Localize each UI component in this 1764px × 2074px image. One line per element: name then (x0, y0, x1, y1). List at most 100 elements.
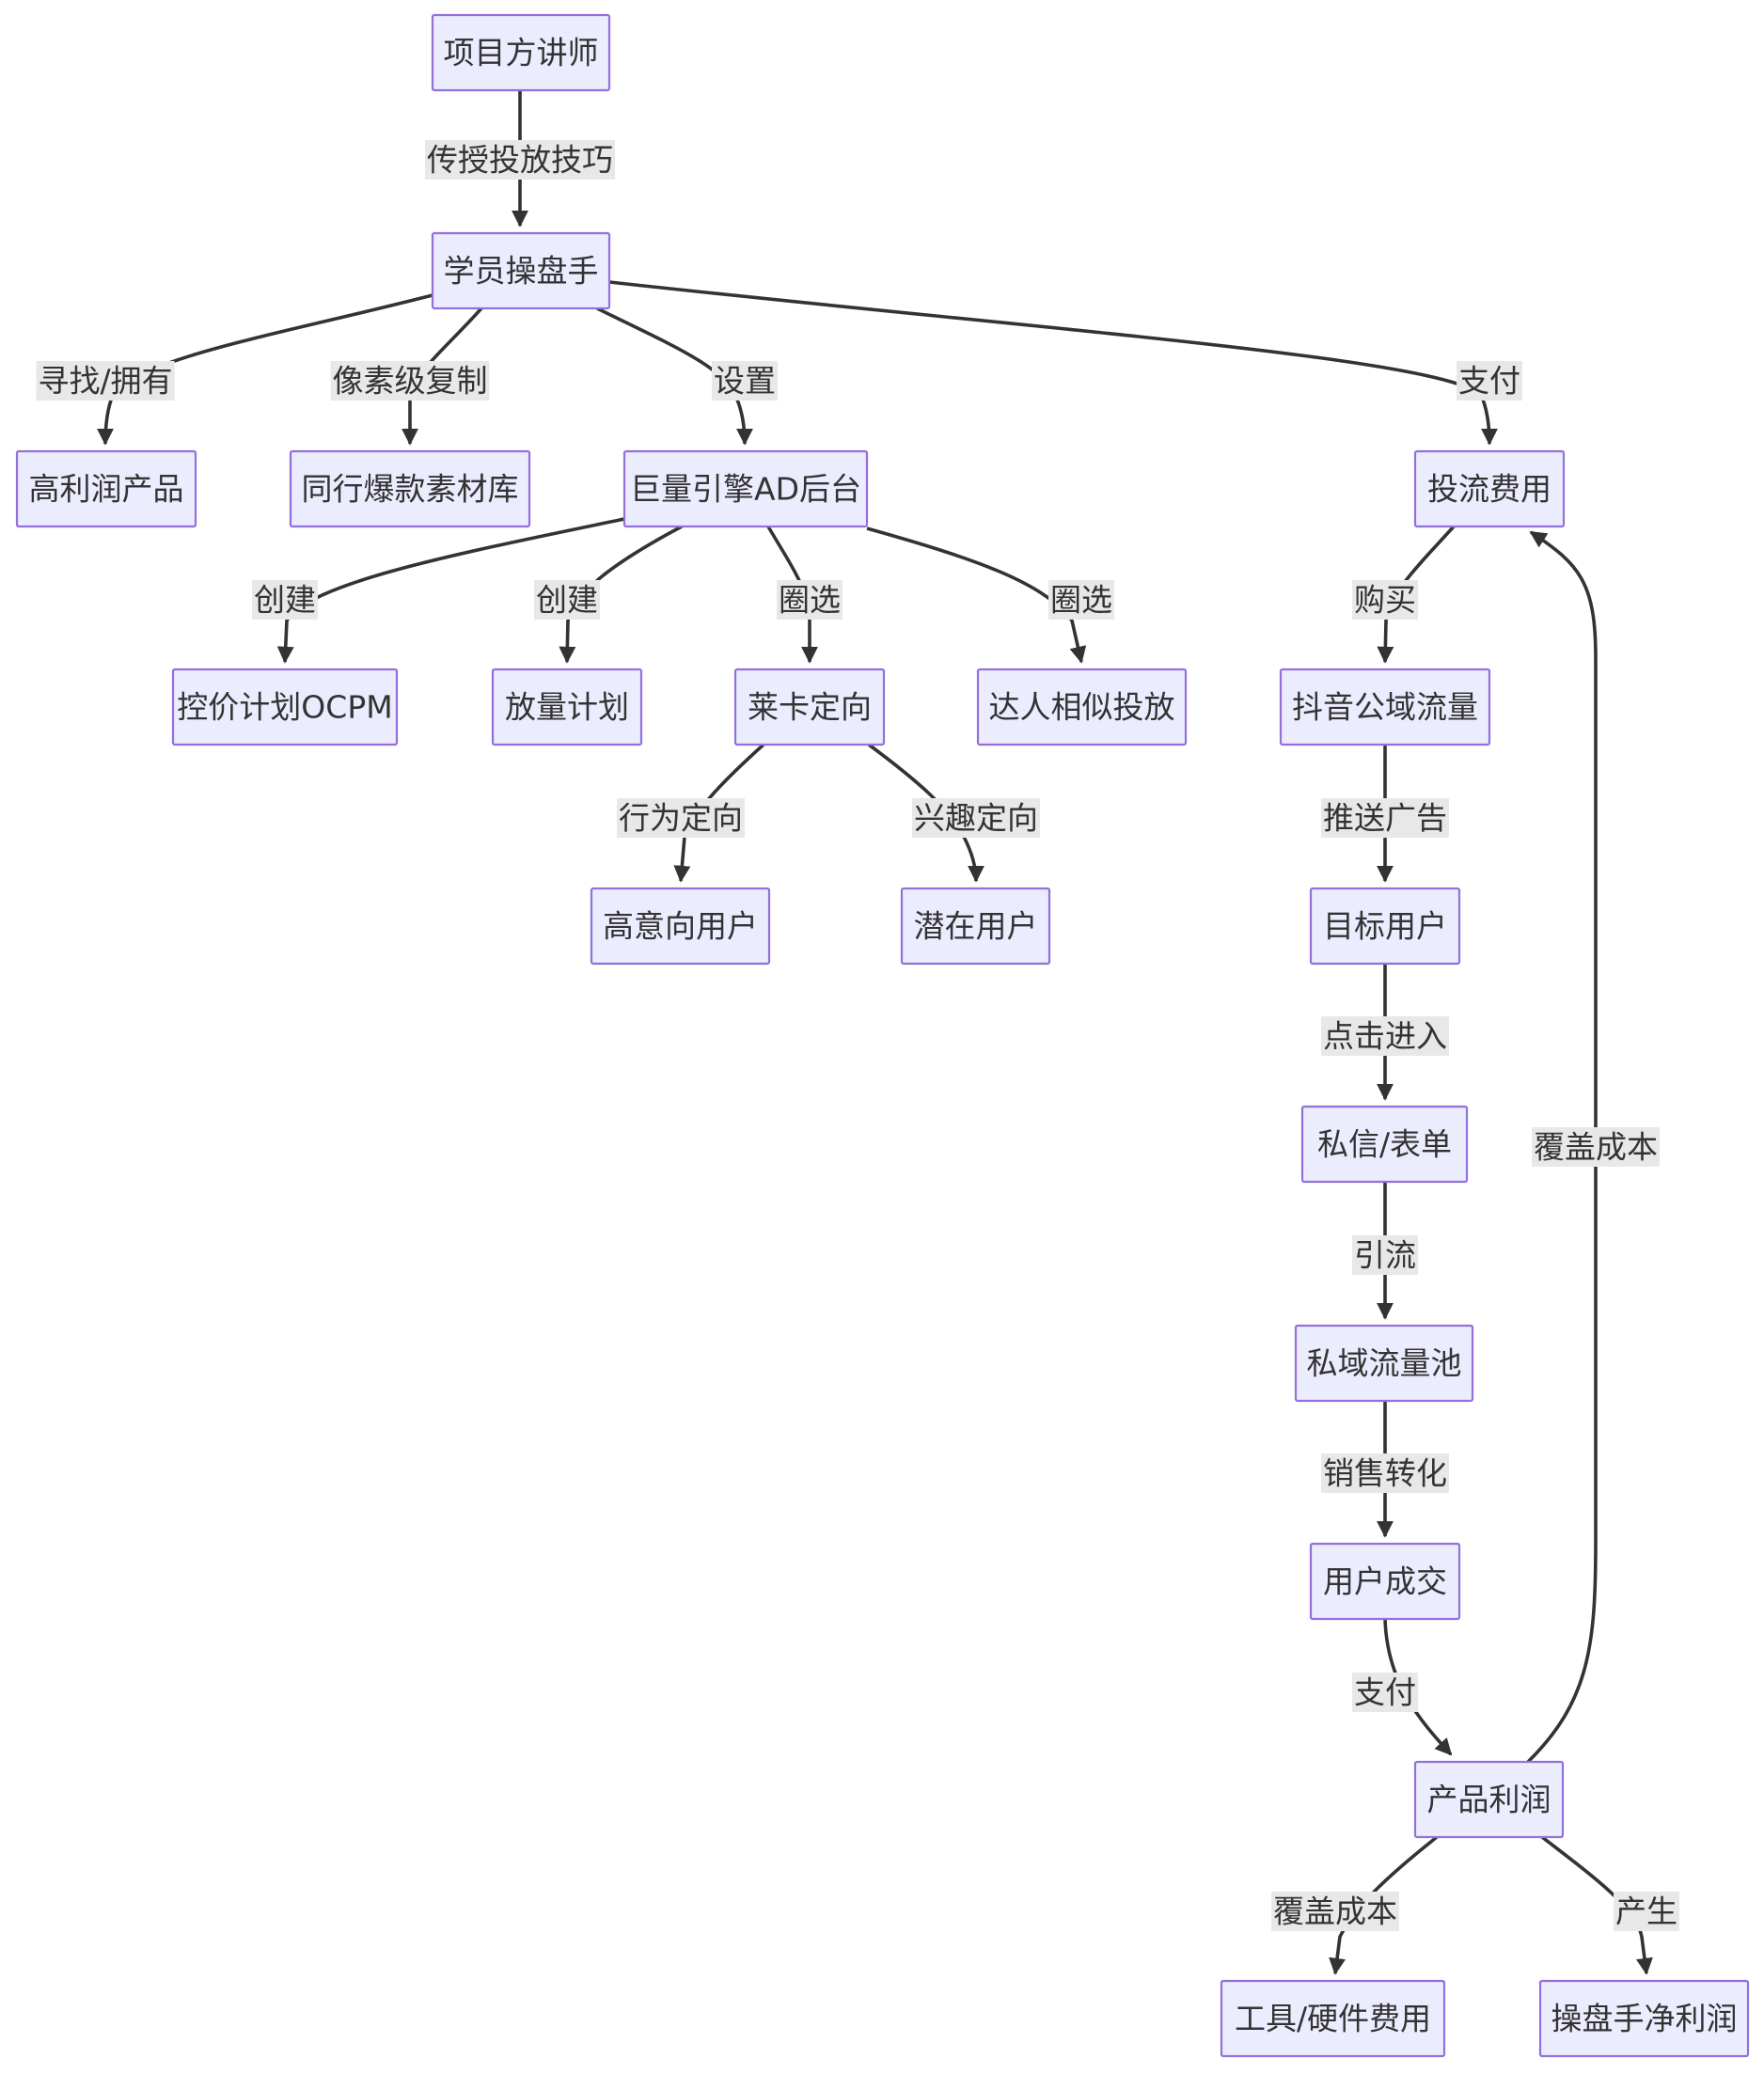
node-label: 投流费用 (1427, 471, 1551, 508)
edge-label-bg (1457, 361, 1522, 401)
node-ocpm: 控价计划OCPM (171, 668, 399, 746)
edge-label: 购买 (1352, 580, 1418, 620)
node-label: 工具/硬件费用 (1235, 2001, 1431, 2037)
edge-label: 圈选 (777, 580, 843, 620)
node-net: 操盘手净利润 (1538, 1979, 1750, 2058)
node-product: 高利润产品 (15, 449, 197, 528)
edge-label-text: 传授投放技巧 (427, 142, 613, 179)
node-laika: 莱卡定向 (733, 668, 886, 746)
node-label: 高利润产品 (29, 471, 184, 508)
edge-label: 销售转化 (1321, 1453, 1449, 1493)
node-highintent: 高意向用户 (590, 887, 771, 966)
node-box (171, 668, 399, 746)
node-label: 放量计划 (505, 689, 629, 726)
node-box (1279, 668, 1491, 746)
node-box (1220, 1979, 1446, 2058)
edge-label-bg (1352, 1673, 1418, 1712)
edge-label: 设置 (712, 361, 778, 401)
edge-label: 支付 (1352, 1673, 1418, 1712)
node-target: 目标用户 (1309, 887, 1461, 966)
node-box (431, 13, 611, 92)
edge-label-bg (36, 361, 175, 401)
edge-label-text: 销售转化 (1323, 1455, 1447, 1492)
edge-label-bg (912, 798, 1040, 838)
edge-label-bg (1321, 1453, 1449, 1493)
node-label: 目标用户 (1323, 908, 1447, 945)
node-box (1294, 1324, 1474, 1403)
node-box (15, 449, 197, 528)
node-box (1309, 887, 1461, 966)
node-label: 控价计划OCPM (177, 689, 392, 726)
node-label: 项目方讲师 (444, 35, 599, 71)
node-box (1413, 1760, 1565, 1839)
edge-label-bg (534, 580, 600, 620)
node-box (1413, 449, 1566, 528)
edge-label-text: 像素级复制 (333, 363, 488, 400)
node-library: 同行爆款素材库 (289, 449, 531, 528)
edge-label-text: 创建 (254, 582, 316, 619)
node-label: 巨量引擎AD后台 (630, 471, 861, 508)
edge-label-text: 覆盖成本 (1534, 1129, 1658, 1166)
edge-label-bg (777, 580, 843, 620)
edge-label-text: 创建 (536, 582, 598, 619)
edge-label-text: 引流 (1354, 1237, 1416, 1274)
node-lecturer: 项目方讲师 (431, 13, 611, 92)
node-dm: 私信/表单 (1300, 1105, 1469, 1184)
edge-label-bg (1532, 1127, 1660, 1167)
node-label: 产品利润 (1427, 1782, 1551, 1818)
node-volume: 放量计划 (491, 668, 643, 746)
node-box (1300, 1105, 1469, 1184)
node-label: 私域流量池 (1307, 1345, 1462, 1382)
edge-label-text: 行为定向 (619, 800, 743, 837)
node-label: 高意向用户 (603, 908, 758, 945)
edge-label: 传授投放技巧 (425, 140, 615, 180)
edge-label: 创建 (252, 580, 318, 620)
node-box (900, 887, 1051, 966)
edge-label-text: 设置 (714, 363, 776, 400)
edge-label: 覆盖成本 (1271, 1892, 1399, 1931)
node-deal: 用户成交 (1309, 1542, 1461, 1621)
node-label: 同行爆款素材库 (302, 471, 519, 508)
edge-label: 行为定向 (617, 798, 745, 838)
edge-profit-to-fee (1526, 530, 1598, 1764)
edge-label-text: 圈选 (1050, 582, 1112, 619)
node-label: 抖音公域流量 (1292, 689, 1478, 726)
edge-label-text: 购买 (1354, 582, 1416, 619)
node-box (976, 668, 1188, 746)
node-label: 操盘手净利润 (1551, 2001, 1738, 2037)
node-box (622, 449, 869, 528)
edge-label-bg (712, 361, 778, 401)
edge-label-text: 寻找/拥有 (38, 363, 172, 400)
edge-label-text: 支付 (1354, 1674, 1416, 1711)
edge-label-bg (330, 361, 490, 401)
node-box (733, 668, 886, 746)
node-tools: 工具/硬件费用 (1220, 1979, 1446, 2058)
edge-label-text: 兴趣定向 (914, 800, 1038, 837)
edge-label: 创建 (534, 580, 600, 620)
edge-label-text: 推送广告 (1323, 800, 1447, 837)
node-box (590, 887, 771, 966)
edge-arrow (608, 280, 1498, 446)
node-box (1538, 1979, 1750, 2058)
edge-label: 兴趣定向 (912, 798, 1040, 838)
edge-label: 覆盖成本 (1532, 1127, 1660, 1167)
node-private: 私域流量池 (1294, 1324, 1474, 1403)
edge-label-text: 产生 (1615, 1893, 1677, 1930)
edge-label: 寻找/拥有 (36, 361, 175, 401)
node-label: 学员操盘手 (444, 253, 599, 290)
node-profit: 产品利润 (1413, 1760, 1565, 1839)
edge-label-bg (1614, 1892, 1679, 1931)
edge-label: 支付 (1457, 361, 1522, 401)
edge-label: 点击进入 (1321, 1016, 1449, 1056)
edge-label-bg (1048, 580, 1114, 620)
edge-label: 圈选 (1048, 580, 1114, 620)
edge-label: 像素级复制 (330, 361, 490, 401)
edge-label-bg (1321, 798, 1449, 838)
edge-label: 引流 (1352, 1235, 1418, 1275)
node-lookalike: 达人相似投放 (976, 668, 1188, 746)
node-label: 用户成交 (1323, 1563, 1447, 1600)
edge-label-bg (1352, 580, 1418, 620)
node-public: 抖音公域流量 (1279, 668, 1491, 746)
edge-label-text: 支付 (1458, 363, 1520, 400)
